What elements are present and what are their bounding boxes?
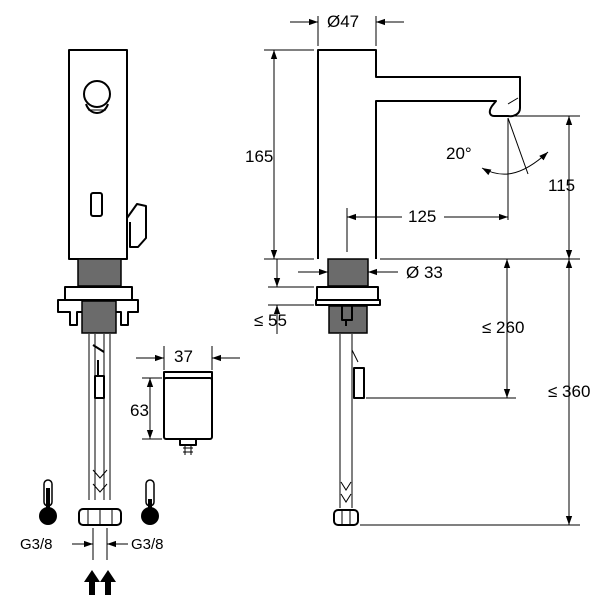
cable-connector	[92, 344, 105, 375]
connection-left-label: G3/8	[20, 536, 53, 553]
hose-260-dimension: ≤ 260	[366, 258, 580, 399]
spout-diameter-label: Ø47	[327, 12, 359, 31]
hose-360-label: ≤ 360	[548, 382, 590, 401]
deck-thickness-label: ≤ 55	[254, 311, 287, 330]
battery-width-dimension: 37	[136, 346, 240, 370]
temperature-lever	[126, 203, 147, 248]
hose-260-label: ≤ 260	[482, 318, 524, 337]
thermometer-cold-icon	[141, 479, 159, 525]
hose-front	[339, 334, 353, 508]
outlet-height-dimension: 115	[512, 115, 580, 259]
body-height-dimension: 165	[245, 49, 314, 260]
hose-left	[88, 334, 96, 500]
mounting-flange-front	[315, 286, 381, 306]
spout-reach-dimension: 125	[346, 206, 508, 252]
outlet-angle-dimension: 20°	[446, 117, 549, 220]
side-view	[57, 49, 147, 526]
indicator-slot	[90, 192, 103, 217]
thread-diameter-label: Ø 33	[406, 263, 443, 282]
front-view	[315, 49, 521, 526]
mounting-flange	[57, 286, 139, 326]
thermometer-hot-icon	[39, 479, 57, 525]
threaded-stem	[77, 258, 122, 287]
body-height-label: 165	[245, 147, 273, 166]
battery-width-label: 37	[174, 347, 193, 366]
cable-plug-front	[353, 367, 365, 399]
outlet-height-label: 115	[548, 176, 575, 195]
spout-diameter-dimension: Ø47	[290, 12, 404, 46]
battery-height-label: 63	[130, 401, 149, 420]
threaded-stem-front	[327, 258, 369, 287]
battery-box	[163, 371, 213, 455]
outlet-angle-label: 20°	[446, 144, 472, 163]
cable-plug	[94, 375, 105, 399]
thread-diameter-dimension: Ø 33	[298, 263, 443, 282]
hose-360-dimension: ≤ 360	[360, 259, 590, 526]
hose-right	[103, 334, 111, 500]
up-arrows-icon	[84, 570, 116, 595]
connection-right-label: G3/8	[131, 536, 164, 553]
lower-thread	[81, 300, 117, 334]
hose-nut-front	[333, 509, 359, 526]
battery-height-dimension: 63	[130, 377, 162, 440]
connection-dimension: G3/8 G3/8	[20, 528, 164, 560]
tap-body-front	[317, 49, 521, 259]
spout-reach-label: 125	[408, 207, 436, 226]
sensor-window	[83, 80, 111, 114]
deck-thickness-dimension: ≤ 55	[254, 259, 314, 334]
